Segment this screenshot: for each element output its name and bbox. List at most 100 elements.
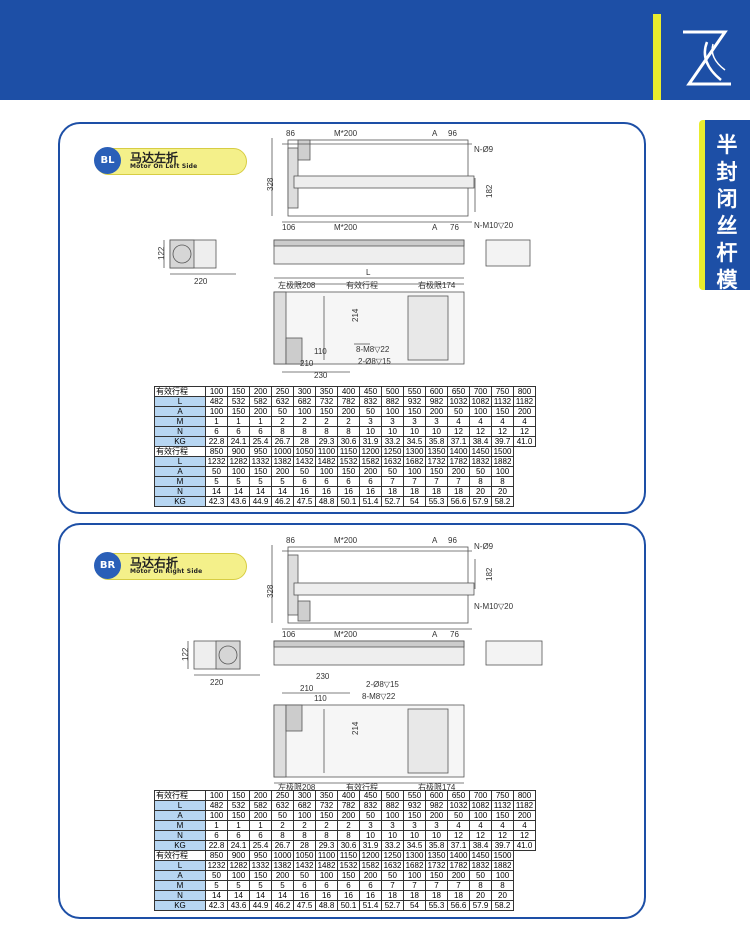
table-cell: 832	[359, 800, 382, 811]
badge-title: 马达右折	[130, 556, 179, 570]
table-cell: 100	[469, 406, 492, 417]
dim-76: 76	[450, 223, 459, 232]
section-badge: BR 马达右折 Motor On Right Side	[94, 552, 247, 580]
table-cell: 200	[249, 406, 272, 417]
dim-m200-bottom: M*200	[334, 630, 358, 639]
table-cell: 10	[381, 830, 404, 841]
table-cell: 18	[447, 890, 470, 901]
table-cell: 1532	[337, 456, 360, 467]
table-cell: 882	[381, 800, 404, 811]
table-cell: 932	[403, 396, 426, 407]
table-cell: 2	[315, 820, 338, 831]
table-cell: 450	[359, 790, 382, 801]
table-cell: 37.1	[447, 840, 470, 851]
technical-drawing-left: 86 M*200 A 96 N-Ø9 328 182 106 M*200 A 7…	[157, 129, 531, 380]
table-cell: 6	[359, 476, 382, 487]
table-cell: 50	[271, 810, 294, 821]
table-cell: 20	[491, 890, 514, 901]
table-cell: 100	[227, 870, 250, 881]
row-label-cell: 有效行程	[154, 446, 206, 457]
table-cell: 50	[293, 870, 316, 881]
table-cell: 1632	[381, 860, 404, 871]
spec-phi8: 2-Ø8▽15	[358, 357, 391, 366]
table-cell: 39.7	[491, 840, 514, 851]
table-cell: 100	[227, 466, 250, 477]
row-label-cell: 有效行程	[154, 850, 206, 861]
table-cell: 1232	[205, 860, 228, 871]
table-cell: 100	[403, 870, 426, 881]
badge-subtitle: Motor On Right Side	[130, 568, 203, 575]
table-cell: 50	[381, 466, 404, 477]
dim-86: 86	[286, 129, 295, 138]
table-cell: 732	[315, 396, 338, 407]
table-cell: 25.4	[249, 840, 272, 851]
table-cell: 8	[315, 830, 338, 841]
table-cell: 482	[205, 396, 228, 407]
table-cell: 22.8	[205, 840, 228, 851]
table-cell: 300	[293, 790, 316, 801]
table-cell: 782	[337, 396, 360, 407]
table-cell: 400	[337, 790, 360, 801]
table-cell: 29.3	[315, 840, 338, 851]
table-cell: 200	[271, 870, 294, 881]
dim-210: 210	[300, 684, 314, 693]
table-cell: 41.0	[513, 436, 536, 447]
table-cell: 56.6	[447, 496, 470, 507]
table-cell: 4	[469, 820, 492, 831]
table-cell: 150	[425, 870, 448, 881]
table-cell: 950	[249, 850, 272, 861]
table-cell: 200	[513, 406, 536, 417]
table-cell: 29.3	[315, 436, 338, 447]
table-cell: 14	[205, 890, 228, 901]
row-label-cell: L	[154, 456, 206, 467]
table-cell: 5	[205, 880, 228, 891]
table-cell: 1450	[469, 850, 492, 861]
table-cell: 8	[293, 830, 316, 841]
table-cell: 700	[469, 790, 492, 801]
side-category-tab: 半封闭丝杆模组	[699, 120, 750, 319]
table-cell: 1032	[447, 800, 470, 811]
table-cell: 732	[315, 800, 338, 811]
table-cell: 532	[227, 396, 250, 407]
table-cell: 46.2	[271, 496, 294, 507]
table-cell: 1	[205, 820, 228, 831]
table-cell: 3	[381, 820, 404, 831]
table-cell: 200	[513, 810, 536, 821]
table-cell: 50.1	[337, 900, 360, 911]
table-cell: 500	[381, 790, 404, 801]
table-cell: 1532	[337, 860, 360, 871]
table-cell: 950	[249, 446, 272, 457]
table-cell: 1782	[447, 860, 470, 871]
table-cell: 200	[249, 386, 272, 397]
row-label-cell: M	[154, 476, 206, 487]
table-cell: 1432	[293, 456, 316, 467]
table-cell: 44.9	[249, 900, 272, 911]
table-cell: 18	[447, 486, 470, 497]
table-cell: 632	[271, 396, 294, 407]
table-cell: 3	[425, 820, 448, 831]
table-cell: 6	[227, 830, 250, 841]
row-label-cell: N	[154, 486, 206, 497]
table-cell: 582	[249, 800, 272, 811]
table-cell: 550	[403, 386, 426, 397]
table-cell: 14	[271, 486, 294, 497]
table-cell: 200	[359, 466, 382, 477]
table-cell: 150	[227, 406, 250, 417]
table-cell: 14	[249, 890, 272, 901]
dim-210: 210	[300, 359, 314, 368]
table-cell: 1032	[447, 396, 470, 407]
row-label-cell: 有效行程	[154, 386, 206, 397]
table-cell: 850	[205, 850, 228, 861]
table-cell: 16	[337, 890, 360, 901]
table-cell: 10	[381, 426, 404, 437]
dim-110: 110	[314, 694, 327, 703]
